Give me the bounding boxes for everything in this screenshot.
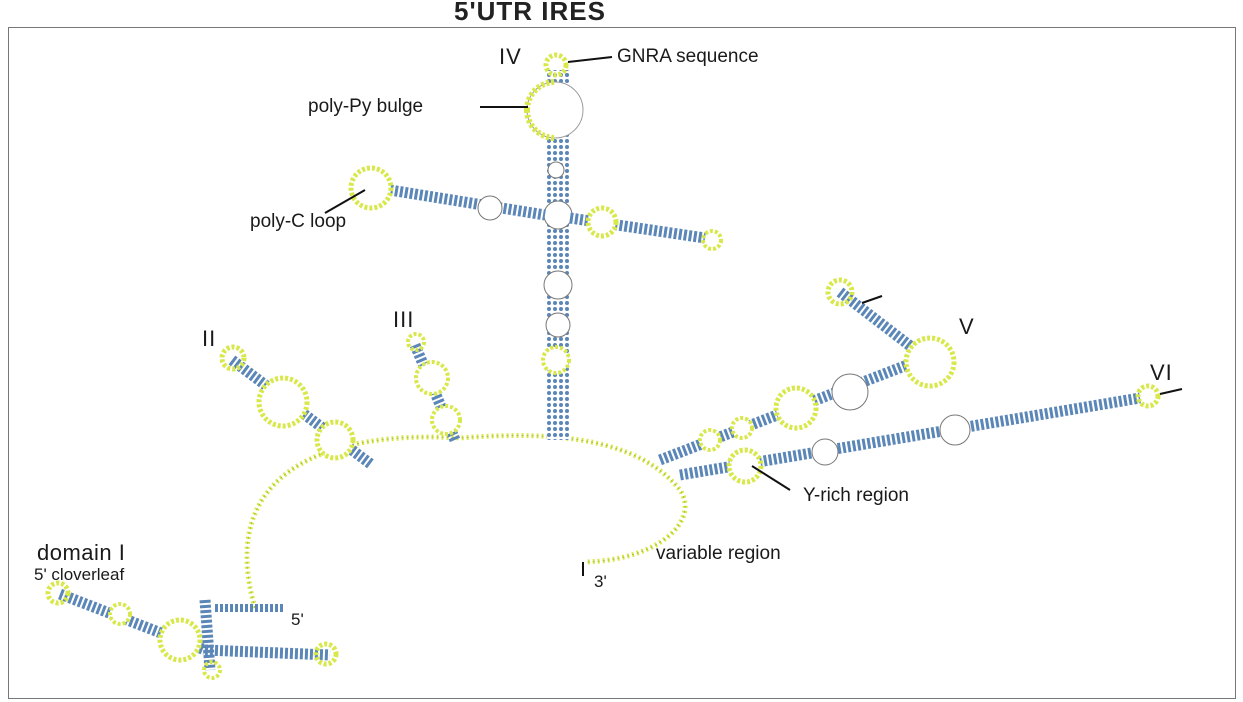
leader-vi: [1160, 389, 1182, 394]
domain-ii-stem: [222, 347, 372, 465]
domain-vi-label: VI: [1150, 362, 1173, 384]
backbone-arc: [247, 436, 685, 608]
domain-v-stem: [660, 280, 954, 460]
variable-region-label: variable region: [656, 544, 781, 563]
three-prime-label: 3': [594, 573, 607, 590]
domain-iv-label: IV: [499, 46, 522, 68]
y-rich-region-label: Y-rich region: [803, 486, 909, 505]
domain-iv-stem: [527, 55, 583, 440]
gnra-sequence-label: GNRA sequence: [617, 47, 759, 66]
domain-iii-stem: [408, 334, 460, 440]
iv-right-branch: [570, 208, 721, 249]
poly-py-bulge-label: poly-Py bulge: [308, 97, 423, 116]
domain-ii-label: II: [202, 328, 216, 350]
domain-i-label: domain I: [37, 542, 125, 564]
poly-c-loop-label: poly-C loop: [250, 212, 346, 231]
backbone-arc-edge: [247, 436, 685, 608]
poly-c-branch: [351, 168, 545, 220]
leader-v-loop: [862, 296, 882, 303]
leader-gnra: [568, 57, 612, 62]
domain-i-cloverleaf: [48, 583, 336, 678]
domain-v-label: V: [959, 316, 975, 338]
five-prime-label: 5': [291, 611, 304, 628]
domain-iii-label: III: [393, 309, 414, 331]
cloverleaf-label: 5' cloverleaf: [34, 566, 124, 583]
